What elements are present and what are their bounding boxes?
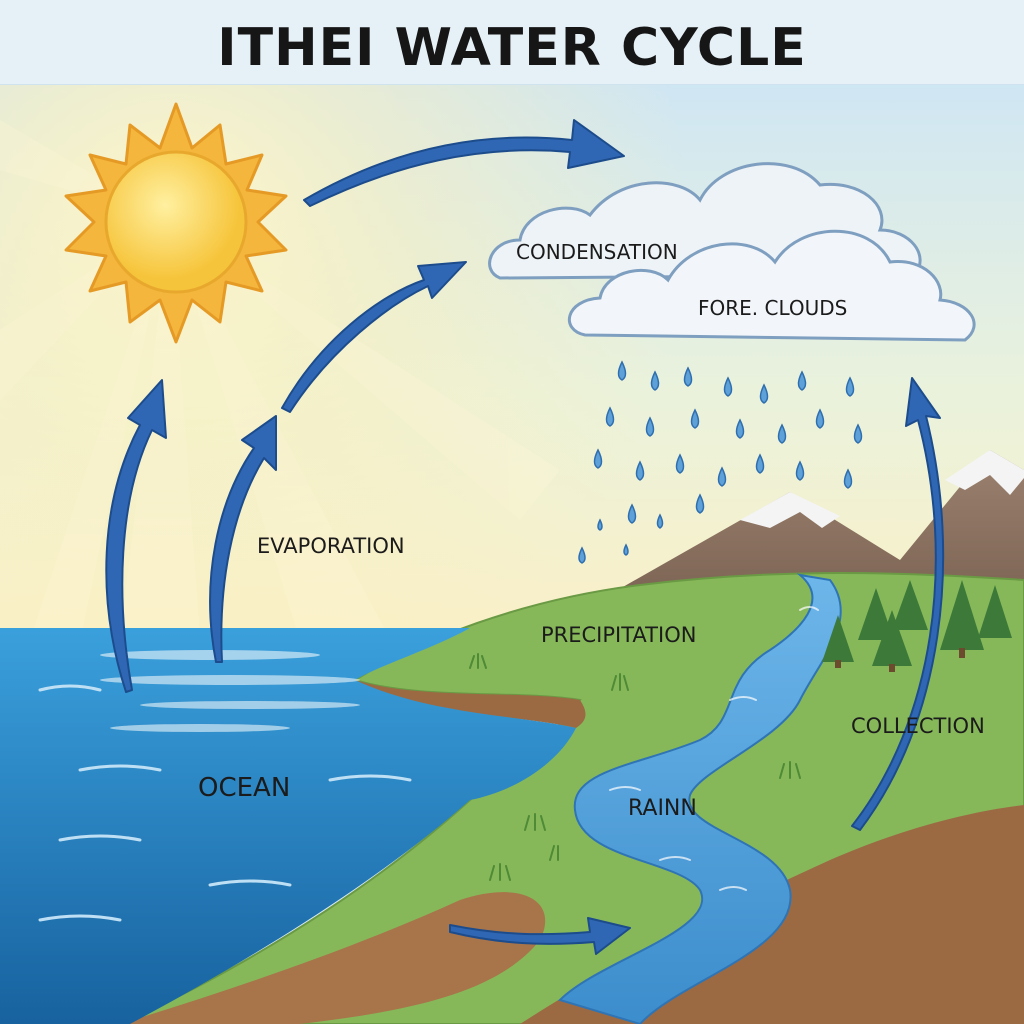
cloud-icon — [488, 162, 976, 342]
evaporation-label: EVAPORATION — [257, 534, 405, 558]
title-bar — [0, 0, 1024, 85]
soil-bottom — [120, 892, 546, 1024]
tree-icon — [822, 580, 1012, 672]
rain-label: RAINN — [628, 796, 697, 821]
river-ripples — [609, 606, 819, 891]
arrow-icon — [105, 119, 945, 955]
condensation-label: CONDENSATION — [516, 240, 678, 264]
precipitation-label: PRECIPITATION — [541, 623, 697, 647]
collection-label: COLLECTION — [851, 714, 985, 738]
page-title: ITHEI WATER CYCLE — [217, 18, 807, 78]
sun-rays — [0, 120, 560, 640]
grass-tufts — [469, 653, 801, 881]
soil-bank — [355, 680, 586, 728]
clouds-label: FORE. CLOUDS — [698, 296, 848, 320]
ocean-shimmer — [100, 650, 360, 732]
mountain-icon — [600, 450, 1024, 610]
ocean-waves — [38, 684, 412, 922]
sun-icon — [64, 102, 288, 344]
ocean-label: OCEAN — [198, 773, 291, 803]
raindrop-icon — [578, 360, 863, 564]
river — [558, 573, 842, 1024]
